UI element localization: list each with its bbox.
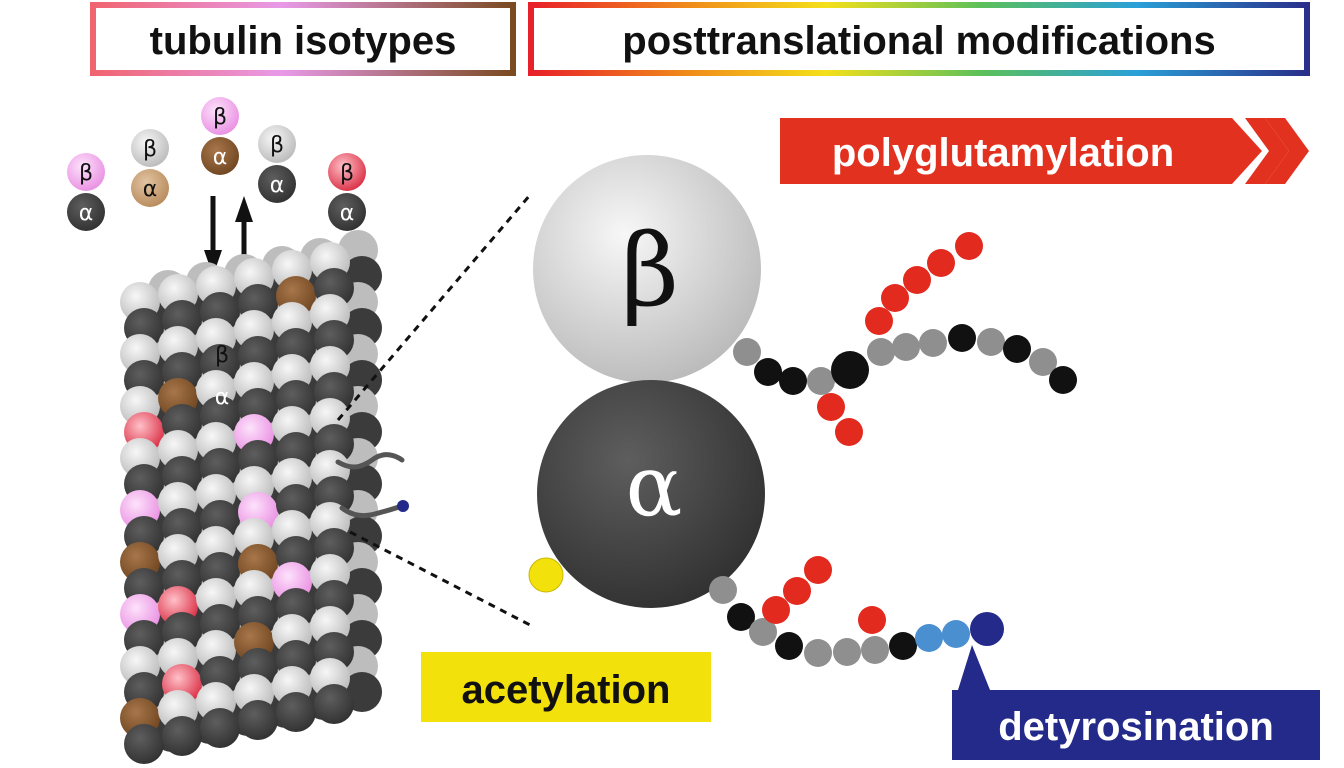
acetyl-group	[528, 557, 564, 593]
beta-tail-residue	[733, 338, 761, 366]
acetylation-label: acetylation	[462, 668, 671, 712]
alpha-tail-terminal-residue	[942, 620, 970, 648]
alpha-glutamate-side-chain	[804, 556, 832, 584]
beta-glutamate-side-chain	[835, 418, 863, 446]
beta-tail-residue	[919, 329, 947, 357]
beta-tail-residue	[1049, 366, 1077, 394]
zoom-lines	[336, 194, 532, 627]
detyrosination-label: detyrosination	[998, 705, 1274, 749]
beta-symbol: β	[621, 212, 679, 329]
detyrosination-banner: detyrosination	[952, 645, 1320, 760]
free-dimer-alpha-symbol: α	[270, 173, 285, 198]
beta-glutamate-side-chain	[927, 249, 955, 277]
alpha-symbol: α	[626, 437, 683, 535]
zoomed-dimer: β α	[533, 155, 765, 608]
lattice-tails	[335, 452, 409, 519]
c-terminal-tails	[709, 232, 1077, 667]
beta-tail-residue	[1003, 335, 1031, 363]
alpha-tail-residue	[775, 632, 803, 660]
alpha-tail-residue	[889, 632, 917, 660]
arrow-down-head	[204, 250, 222, 276]
acetylation-banner: acetylation	[421, 652, 711, 722]
free-dimer-beta-subunit	[131, 129, 169, 167]
alpha-tail-residue	[833, 638, 861, 666]
beta-tubulin	[533, 155, 761, 383]
beta-tail-residue	[892, 333, 920, 361]
beta-tail-residue	[948, 324, 976, 352]
lattice-subunit	[238, 700, 278, 740]
polyglutamylation-banner: polyglutamylation	[780, 118, 1309, 184]
free-dimer-beta-subunit	[201, 97, 239, 135]
free-dimer-beta-symbol: β	[143, 137, 157, 162]
alpha-tail-residue	[727, 603, 755, 631]
beta-glutamate-side-chain	[955, 232, 983, 260]
lattice-alpha-label: α	[215, 385, 230, 410]
free-dimer-alpha-subunit	[67, 193, 105, 231]
alpha-tail-residue	[861, 636, 889, 664]
free-dimer-alpha-symbol: α	[143, 177, 158, 202]
free-dimer-alpha-symbol: α	[340, 201, 355, 226]
ptm-label: posttranslational modifications	[622, 19, 1215, 63]
alpha-tail-residue	[709, 576, 737, 604]
tubulin-isotypes-label: tubulin isotypes	[150, 19, 457, 63]
alpha-tail-residue	[804, 639, 832, 667]
ptm-header: posttranslational modifications	[528, 2, 1310, 76]
lattice-subunit	[314, 684, 354, 724]
lattice-subunit	[200, 708, 240, 748]
beta-glutamate-side-chain	[903, 266, 931, 294]
free-dimer-beta-symbol: β	[213, 105, 227, 130]
arrow-up-head	[235, 196, 253, 222]
free-dimer-beta-subunit	[67, 153, 105, 191]
beta-glutamate-side-chain	[865, 307, 893, 335]
alpha-glutamate-side-chain	[783, 577, 811, 605]
beta-tail-residue	[754, 358, 782, 386]
beta-tail-residue	[807, 367, 835, 395]
beta-glutamate-side-chain	[881, 284, 909, 312]
alpha-tail-residue	[749, 618, 777, 646]
free-dimer-alpha-subunit	[131, 169, 169, 207]
alpha-tubulin	[537, 380, 765, 608]
beta-tail-residue	[867, 338, 895, 366]
beta-tail-residue	[831, 351, 869, 389]
free-dimer-alpha-subunit	[258, 165, 296, 203]
free-dimer-alpha-subunit	[201, 137, 239, 175]
polyglutamylation-label: polyglutamylation	[832, 131, 1174, 175]
free-dimer-alpha-subunit	[328, 193, 366, 231]
free-dimer-beta-symbol: β	[79, 161, 93, 186]
beta-tail-residue	[779, 367, 807, 395]
removed-tyrosine	[970, 612, 1004, 646]
free-dimer-beta-symbol: β	[340, 161, 354, 186]
lattice-subunit	[124, 724, 164, 764]
beta-glutamate-side-chain	[817, 393, 845, 421]
free-dimer-alpha-symbol: α	[79, 201, 94, 226]
lattice-subunit	[162, 716, 202, 756]
free-dimer-beta-subunit	[328, 153, 366, 191]
free-dimer-beta-symbol: β	[270, 133, 284, 158]
tubulin-isotypes-header: tubulin isotypes	[90, 2, 516, 76]
free-dimer-alpha-symbol: α	[213, 145, 228, 170]
beta-tail-residue	[977, 328, 1005, 356]
alpha-glutamate-side-chain	[762, 596, 790, 624]
beta-tail-residue	[1029, 348, 1057, 376]
lattice-tyrosine-dot	[397, 500, 409, 512]
microtubule	[120, 230, 382, 764]
alpha-tail-terminal-residue	[915, 624, 943, 652]
alpha-glutamate-side-chain	[858, 606, 886, 634]
lattice-subunit	[276, 692, 316, 732]
free-dimer-beta-subunit	[258, 125, 296, 163]
lattice-beta-label: β	[215, 343, 229, 368]
